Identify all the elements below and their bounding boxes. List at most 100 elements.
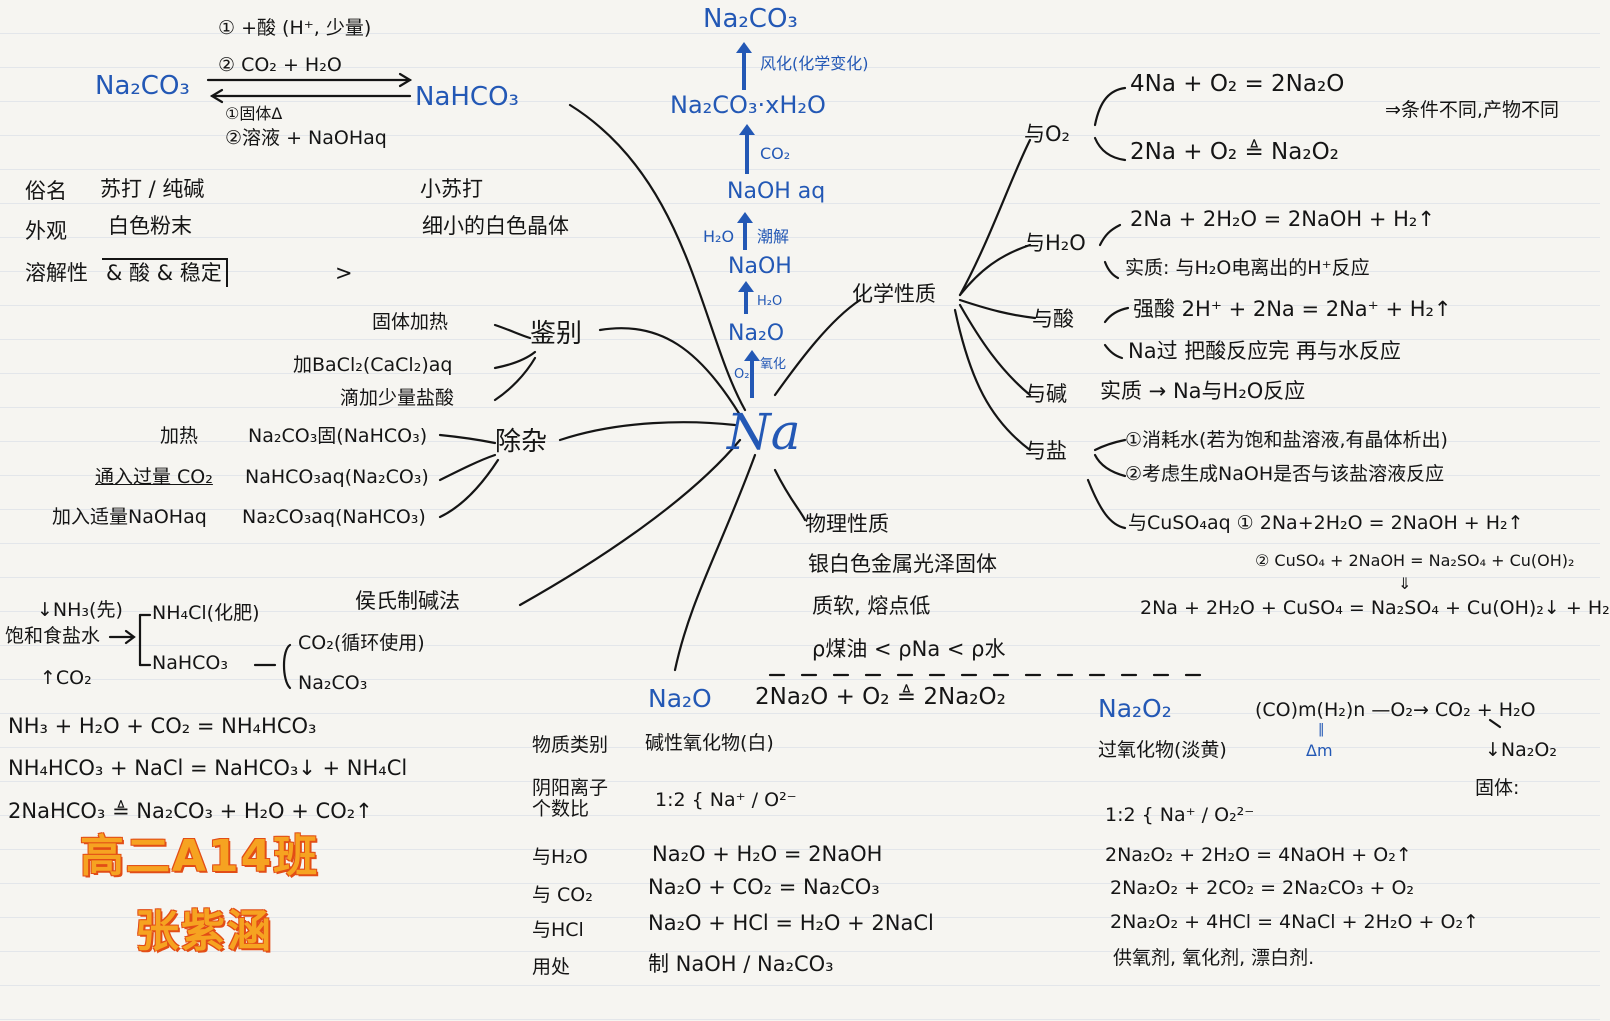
identify-title: 鉴别 [530, 319, 583, 349]
phys-l1: 银白色金属光泽固体 [808, 552, 997, 576]
watermark-class: 高二A14班 [80, 831, 320, 882]
chem-o2-eq2: 2Na + O₂ ≜ Na₂O₂ [1130, 139, 1339, 165]
chain-naoh: NaOH [728, 254, 792, 279]
chain-step5b: 氧化 [760, 357, 787, 372]
na2o-conv: 2Na₂O + O₂ ≜ 2Na₂O₂ [755, 684, 1006, 710]
hou-co2-in: ↑CO₂ [40, 667, 92, 689]
na2o-label-5: 用处 [532, 956, 571, 978]
connector-purify [558, 421, 737, 442]
comp-right-0: 小苏打 [420, 177, 483, 201]
center-na: Na [727, 403, 801, 461]
chem-acid-label: 与酸 [1032, 307, 1074, 331]
hou-eq2: NH₄HCO₃ + NaCl = NaHCO₃↓ + NH₄Cl [8, 756, 408, 780]
chain-step5a: O₂ [734, 367, 750, 382]
hou-brine: 饱和食盐水 [5, 625, 101, 647]
chem-h2o-eq: 2Na + 2H₂O = 2NaOH + H₂↑ [1130, 207, 1435, 231]
na2o-value-2: Na₂O + H₂O = 2NaOH [652, 842, 883, 866]
na2o-label-1: 阴阳离子 个数比 [532, 777, 609, 820]
chem-title: 化学性质 [852, 282, 936, 306]
chain-naoh-aq: NaOH aq [727, 179, 826, 204]
chain-hydrate: Na₂CO₃·xH₂O [670, 91, 826, 119]
connector-base [958, 303, 1032, 397]
na2o-value-1: 1:2 { Na⁺ / O²⁻ [655, 789, 797, 811]
chain-step1: 风化(化学变化) [760, 54, 869, 73]
chem-salt-label: 与盐 [1025, 439, 1067, 463]
comp-left-2: & 酸 & 稳定 [102, 258, 228, 288]
chem-cuso4-eq1: 与CuSO₄aq ① 2Na+2H₂O = 2NaOH + H₂↑ [1128, 512, 1524, 534]
chem-o2-eq1: 4Na + O₂ = 2Na₂O [1130, 71, 1345, 97]
purify-method-1: 通入过量 CO₂ [95, 466, 213, 488]
comp-label-0: 俗名 [25, 179, 67, 203]
na2o2-combustion: (CO)m(H₂)n —O₂→ CO₂ + H₂O [1255, 699, 1536, 721]
comp-label-2: 溶解性 [25, 261, 88, 285]
chain-arrow-4 [738, 281, 754, 314]
conv-up1: ① +酸 (H⁺, 少量) [218, 17, 372, 39]
connector-salt [953, 308, 1032, 452]
purify-target-2: Na₂CO₃aq(NaHCO₃) [242, 506, 426, 528]
conv-down1: ①固体Δ [225, 104, 283, 123]
watermark-name: 张紫涵 [135, 906, 273, 957]
hou-na2co3: Na₂CO₃ [298, 672, 368, 694]
chain-step2: CO₂ [760, 144, 791, 163]
identify-item-0: 固体加热 [372, 311, 449, 333]
na2o2-eq1: 2Na₂O₂ + 2H₂O = 4NaOH + O₂↑ [1105, 844, 1412, 866]
chem-base-note: 实质 → Na与H₂O反应 [1100, 379, 1306, 403]
na2o2-title: Na₂O₂ [1098, 694, 1172, 723]
purify-method-0: 加热 [160, 425, 199, 447]
connector-hou [518, 438, 742, 607]
purify-target-0: Na₂CO₃固(NaHCO₃) [248, 425, 428, 447]
chem-acid-note: Na过 把酸反应完 再与水反应 [1128, 339, 1401, 363]
connector-chemical [773, 298, 862, 397]
connector-nahco3 [568, 103, 747, 412]
na2o-title: Na₂O [648, 684, 712, 713]
na2o-value-0: 碱性氧化物(白) [645, 732, 774, 754]
chain-na2o: Na₂O [728, 321, 785, 346]
comp-right-2: > [335, 261, 353, 285]
chain-step3-right: 潮解 [757, 227, 790, 246]
chem-salt-note2: ②考虑生成NaOH是否与该盐溶液反应 [1125, 463, 1445, 485]
na2o-label-4: 与HCl [532, 919, 584, 941]
chem-h2o-label: 与H₂O [1024, 231, 1086, 255]
connector-h2o [958, 243, 1032, 297]
hou-nh4cl: NH₄Cl(化肥) [152, 602, 260, 624]
chain-step4: H₂O [757, 294, 783, 309]
na2o-value-4: Na₂O + HCl = H₂O + 2NaCl [648, 911, 934, 935]
phys-l2: 质软, 熔点低 [812, 594, 931, 618]
hou-eq3: 2NaHCO₃ ≜ Na₂CO₃ + H₂O + CO₂↑ [8, 799, 373, 823]
na2o-label-2: 与H₂O [532, 846, 588, 868]
na2o-value-3: Na₂O + CO₂ = Na₂CO₃ [648, 875, 880, 899]
comp-left-1: 白色粉末 [108, 214, 192, 238]
connector-na2o [673, 453, 757, 672]
hou-nh3: ↓NH₃(先) [37, 599, 123, 621]
connector-acid [958, 298, 1037, 320]
chain-arrow-5 [744, 350, 760, 398]
chain-arrow-3 [737, 212, 753, 250]
hou-eq1: NH₃ + H₂O + CO₂ = NH₄HCO₃ [8, 714, 317, 738]
hou-co2-recycle: CO₂(循环使用) [298, 632, 425, 654]
chem-h2o-note: 实质: 与H₂O电离出的H⁺反应 [1125, 257, 1370, 279]
chem-cuso4-eq2: ② CuSO₄ + 2NaOH = Na₂SO₄ + Cu(OH)₂ [1255, 551, 1575, 570]
na2o2-uses: 供氧剂, 氧化剂, 漂白剂. [1113, 947, 1315, 969]
conv-nahco3: NaHCO₃ [415, 82, 519, 112]
connector-o2 [958, 138, 1032, 297]
comp-label-1: 外观 [25, 219, 67, 243]
na2o2-eq-sign: ‖ [1318, 722, 1325, 737]
comp-right-1: 细小的白色晶体 [422, 214, 569, 238]
purify-title: 除杂 [495, 427, 548, 457]
na2o2-type: 过氧化物(淡黄) [1098, 739, 1227, 761]
connector-identify [598, 327, 742, 417]
phys-title: 物理性质 [805, 512, 889, 536]
identify-item-2: 滴加少量盐酸 [340, 387, 455, 409]
chem-acid-eq: 强酸 2H⁺ + 2Na = 2Na⁺ + H₂↑ [1133, 297, 1452, 321]
chem-base-label: 与碱 [1025, 382, 1067, 406]
identify-item-1: 加BaCl₂(CaCl₂)aq [293, 354, 453, 376]
na2o2-eq3: 2Na₂O₂ + 4HCl = 4NaCl + 2H₂O + O₂↑ [1110, 911, 1479, 933]
conv-up2: ② CO₂ + H₂O [218, 54, 342, 76]
connector-physical [773, 468, 807, 522]
conv-down2: ②溶液 + NaOHaq [225, 127, 387, 149]
na2o2-ratio: 1:2 { Na⁺ / O₂²⁻ [1105, 804, 1255, 826]
chain-step3-left: H₂O [703, 227, 735, 246]
chem-o2-note: ⇒条件不同,产物不同 [1385, 99, 1559, 121]
hou-nahco3: NaHCO₃ [152, 652, 228, 674]
